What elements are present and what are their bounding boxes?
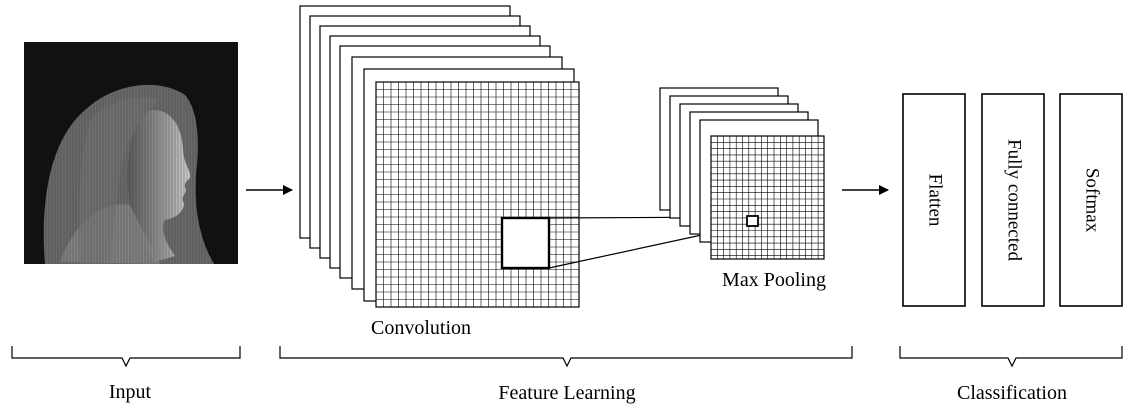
classification-group-label: Classification — [957, 382, 1067, 404]
flatten-block — [902, 93, 966, 307]
flatten-label: Flatten — [925, 174, 946, 227]
pooling-output-cell — [746, 215, 759, 227]
input-image — [24, 42, 238, 264]
input-group-label: Input — [109, 381, 152, 403]
input-brace — [11, 346, 241, 368]
max-pooling-feature-map — [710, 135, 825, 260]
softmax-block — [1059, 93, 1123, 307]
feature-learning-group-label: Feature Learning — [498, 382, 635, 404]
feature-learning-brace — [279, 346, 853, 368]
max-pooling-label: Max Pooling — [722, 269, 826, 291]
convolution-feature-map — [375, 81, 580, 308]
classification-brace — [899, 346, 1123, 368]
softmax-label: Softmax — [1082, 168, 1103, 233]
fully-connected-block — [981, 93, 1045, 307]
convolution-label: Convolution — [371, 317, 471, 339]
convolution-kernel-window — [500, 216, 551, 270]
fully-connected-label: Fully connected — [1004, 139, 1025, 261]
classification-blocks — [902, 93, 1123, 307]
